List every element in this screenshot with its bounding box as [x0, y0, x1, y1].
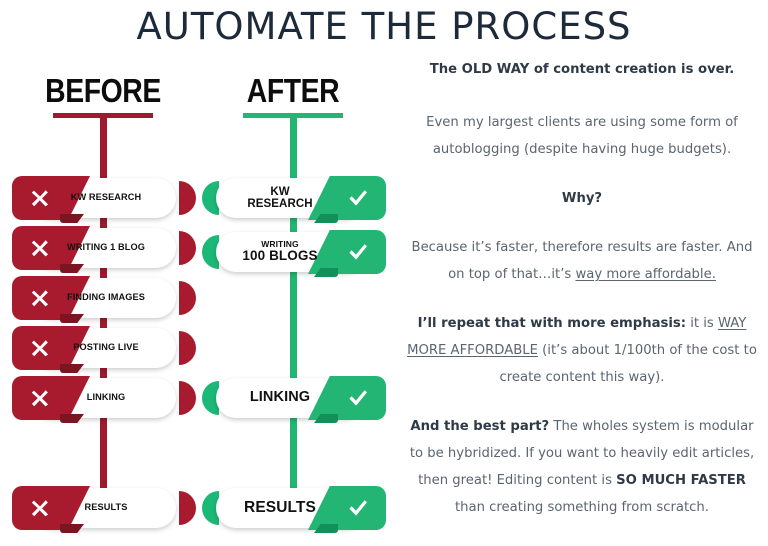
body-text: than creating something from scratch. — [455, 500, 709, 515]
paragraph-old-way-headline: The OLD WAY of content creation is over. — [402, 56, 762, 83]
before-step-pill[interactable]: WRITING 1 BLOG — [12, 226, 196, 273]
body-text: Even my largest clients are using some f… — [426, 115, 738, 157]
before-step-pill[interactable]: FINDING IMAGES — [12, 276, 196, 323]
pill-left-cap — [202, 181, 219, 215]
paragraph-clients-autoblogging: Even my largest clients are using some f… — [402, 109, 762, 163]
before-column-heading: BEFORE — [45, 72, 161, 109]
pill-right-fold — [314, 414, 338, 423]
after-flow-line — [289, 113, 297, 495]
pill-left-fold — [60, 524, 84, 533]
body-text: The wholes system is modular to be hybri… — [409, 419, 755, 488]
x-icon — [18, 226, 62, 270]
x-icon — [18, 376, 62, 420]
x-icon — [18, 176, 62, 220]
check-icon — [336, 486, 380, 530]
pill-right-cap — [179, 281, 196, 315]
pill-right-fold — [314, 214, 338, 223]
before-step-pill[interactable]: KW RESEARCH — [12, 176, 196, 223]
pill-right-cap — [179, 381, 196, 415]
x-icon — [18, 486, 62, 530]
pill-right-fold — [314, 524, 338, 533]
pill-left-cap — [202, 235, 219, 269]
pill-left-fold — [60, 264, 84, 273]
pill-left-cap — [202, 491, 219, 525]
bold-text: SO MUCH FASTER — [616, 473, 746, 488]
paragraph-why-headline: Why? — [402, 185, 762, 212]
pill-right-cap — [179, 331, 196, 365]
paragraph-faster-affordable: Because it’s faster, therefore results a… — [402, 234, 762, 288]
x-icon — [18, 276, 62, 320]
check-icon — [336, 376, 380, 420]
pill-left-fold — [60, 314, 84, 323]
after-step-pill[interactable]: LINKING — [202, 376, 386, 423]
bold-text: The OLD WAY of content creation is over. — [429, 62, 735, 77]
x-icon — [18, 326, 62, 370]
after-column-heading: AFTER — [246, 72, 340, 109]
bold-text: Why? — [561, 191, 603, 206]
pill-right-cap — [179, 231, 196, 265]
before-step-pill[interactable]: POSTING LIVE — [12, 326, 196, 373]
emphasis-link[interactable]: WAY MORE AFFORDABLE — [407, 316, 747, 358]
emphasis-link[interactable]: way more affordable. — [575, 267, 716, 282]
pill-right-fold — [314, 268, 338, 277]
pill-left-fold — [60, 364, 84, 373]
paragraph-best-part-modular: And the best part? The wholes system is … — [402, 413, 762, 521]
body-text: Because it’s faster, therefore results a… — [411, 240, 753, 282]
bold-text: And the best part? — [410, 419, 550, 434]
pill-left-fold — [60, 214, 84, 223]
body-text: (it’s about 1/100th of the cost to creat… — [499, 343, 757, 385]
pill-left-fold — [60, 414, 84, 423]
body-text: it is — [686, 316, 718, 331]
before-step-pill[interactable]: RESULTS — [12, 486, 196, 533]
after-step-pill[interactable]: RESULTS — [202, 486, 386, 533]
check-icon — [336, 230, 380, 274]
check-icon — [336, 176, 380, 220]
pill-right-cap — [179, 491, 196, 525]
pill-left-cap — [202, 381, 219, 415]
paragraph-repeat-emphasis: I’ll repeat that with more emphasis: it … — [402, 310, 762, 391]
bold-text: I’ll repeat that with more emphasis: — [417, 316, 687, 331]
page-title: AUTOMATE THE PROCESS — [136, 5, 632, 48]
explanation-text-panel: The OLD WAY of content creation is over.… — [396, 56, 768, 521]
pill-right-cap — [179, 181, 196, 215]
before-step-pill[interactable]: LINKING — [12, 376, 196, 423]
